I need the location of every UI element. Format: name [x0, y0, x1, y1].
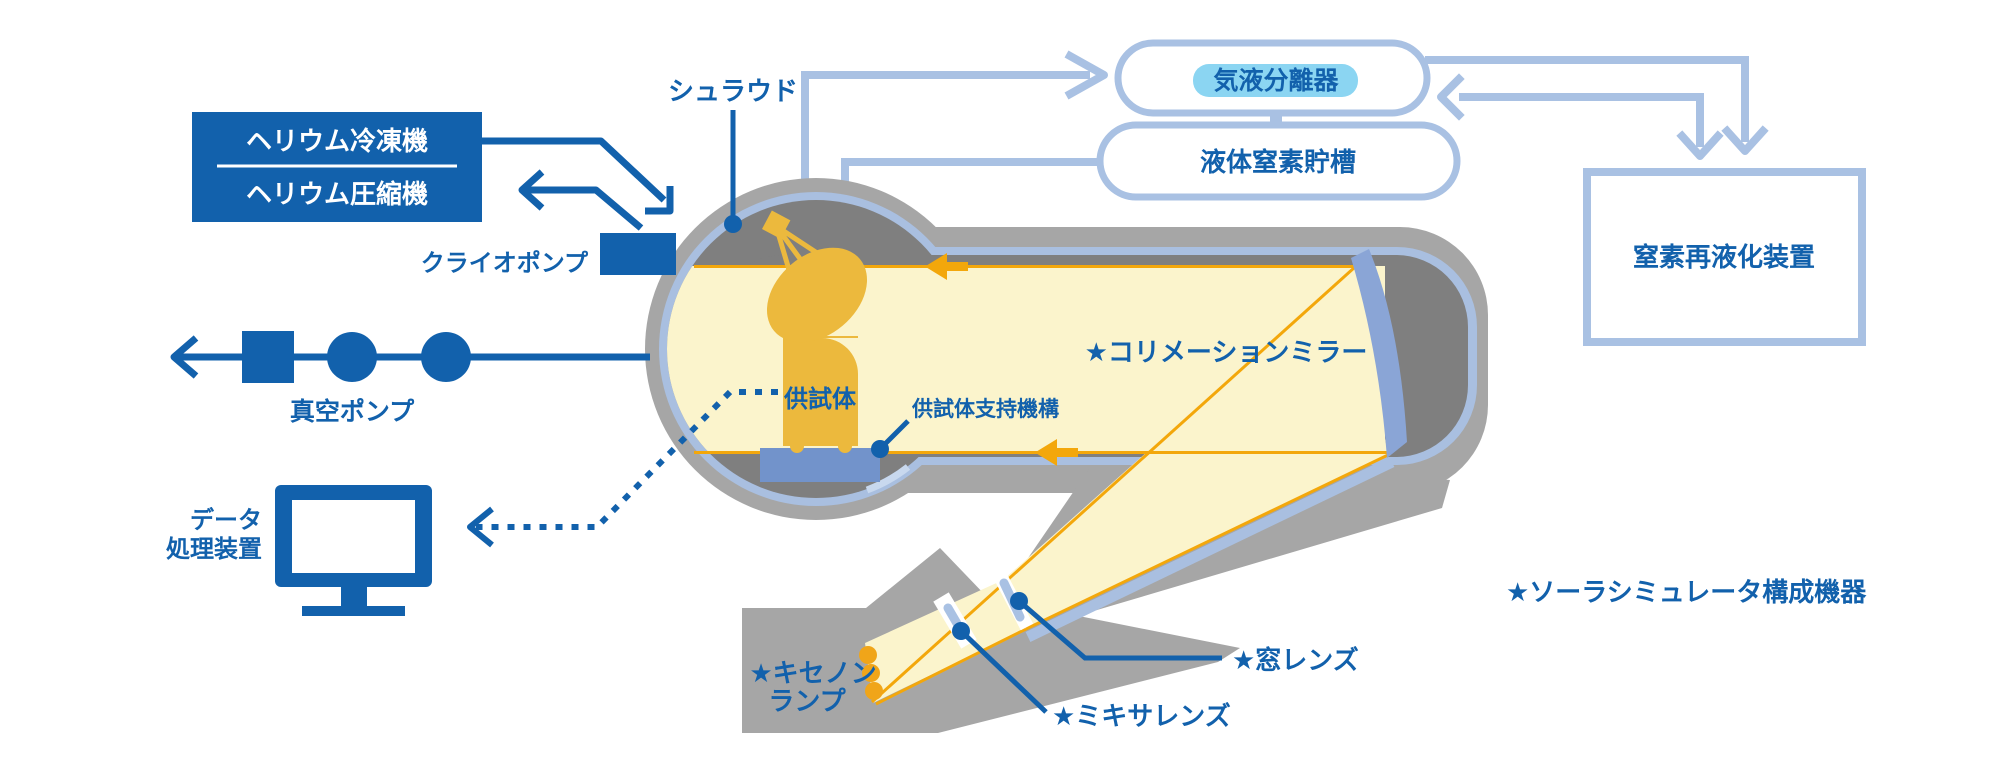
solar-simulator-legend-label: ★ソーラシミュレータ構成機器: [1506, 577, 1867, 607]
cone-lower-edge-flare: [1025, 452, 1391, 631]
satellite-dish: [766, 247, 868, 343]
leader-lines: [724, 110, 1222, 714]
light-cone: [865, 267, 1388, 703]
vacuum-pump-circle-2: [421, 332, 471, 382]
test-specimen-satellite: [762, 210, 868, 453]
data-processor-label-line1: データ: [190, 506, 262, 534]
data-processor: データ 処理装置: [166, 485, 432, 616]
monitor-stand: [341, 587, 367, 606]
pipe-tank-to-chamber: [841, 158, 1106, 199]
data-link-arrowhead-icon: [467, 506, 494, 548]
helium-compressor-label: ヘリウム圧縮機: [246, 179, 428, 209]
xenon-lamp-label-line2: ランプ: [768, 686, 846, 716]
shroud-lining-flare: [1025, 457, 1395, 642]
beam-arrow-top-icon: [925, 253, 968, 280]
xenon-lamp-label-line1: ★キセノン: [749, 658, 876, 688]
nitrogen-reliquefier-label: 窒素再液化装置: [1633, 242, 1815, 272]
collimation-mirror-label: ★コリメーションミラー: [1085, 337, 1368, 367]
vacuum-pump-circle-1: [327, 332, 377, 382]
mixer-lens-label: ★ミキサレンズ: [1052, 701, 1231, 731]
arrow-down-left-icon: [1676, 130, 1724, 160]
specimen-support-platform: [760, 448, 880, 482]
cryo-pump-label: クライオポンプ: [421, 249, 589, 277]
satellite-body-notch: [822, 338, 858, 374]
cone-lower-edge-tube: [875, 627, 1027, 706]
lamp-bulb-3: [865, 682, 883, 700]
mixer-lens-leader-line: [959, 629, 1048, 714]
arrow-into-separator-left-icon: [1064, 50, 1108, 100]
shroud-leader-dot: [724, 215, 742, 233]
monitor-screen: [292, 500, 415, 573]
lamp-bulb-2: [862, 664, 880, 682]
vacuum-pump-label: 真空ポンプ: [290, 397, 415, 426]
window-lens-leader-line: [1017, 599, 1222, 661]
arrow-into-separator-right-icon: [1437, 73, 1465, 121]
liquid-nitrogen-tank-label: 液体窒素貯槽: [1200, 147, 1356, 177]
vacuum-pump-assembly: 真空ポンプ: [170, 331, 650, 426]
helium-lines: [482, 137, 674, 231]
gas-liquid-separator-label: 気液分離器: [1213, 66, 1339, 95]
data-processor-label-line2: 処理装置: [166, 536, 262, 563]
collimation-mirror: [1351, 249, 1407, 458]
satellite-feed-horn: [762, 210, 791, 239]
specimen-support-label: 供試体支持機構: [911, 397, 1059, 421]
lamp-bulb-1: [859, 646, 877, 664]
pipe-separator-to-reliquefier: [1425, 56, 1749, 142]
satellite-body: [783, 336, 858, 446]
support-leader-dot: [871, 440, 889, 458]
helium-return-arrowhead-icon: [518, 169, 545, 211]
mixer-lens-leader-dot: [952, 622, 970, 640]
pipe-reliquefier-return: [1459, 93, 1704, 147]
shroud-highlight-arc: [865, 464, 911, 494]
shroud-label: シュラウド: [668, 76, 798, 106]
xenon-lamp-array: [859, 646, 883, 700]
window-lens-label: ★窓レンズ: [1232, 645, 1359, 675]
vacuum-arrowhead-icon: [170, 335, 199, 379]
helium-supply-line: [482, 137, 667, 203]
nitrogen-reliquefier-box: [1583, 168, 1866, 346]
helium-return-line: [524, 186, 644, 231]
vacuum-pump-square: [242, 331, 294, 383]
helium-supply-arrowhead-icon: [645, 186, 674, 215]
pipe-chamber-to-separator: [801, 71, 1090, 194]
cryo-pump-block: [600, 233, 676, 275]
window-lens-leader-dot: [1010, 592, 1028, 610]
gas-liquid-separator-highlight: [1193, 64, 1358, 97]
monitor-base: [302, 606, 405, 616]
helium-refrigerator-label: ヘリウム冷凍機: [246, 126, 428, 156]
arrow-down-right-icon: [1721, 125, 1769, 155]
beam-arrow-bottom-icon: [1035, 439, 1078, 466]
specimen-label: 供試体: [783, 385, 857, 413]
liquid-nitrogen-tank-pill: [1096, 121, 1461, 201]
